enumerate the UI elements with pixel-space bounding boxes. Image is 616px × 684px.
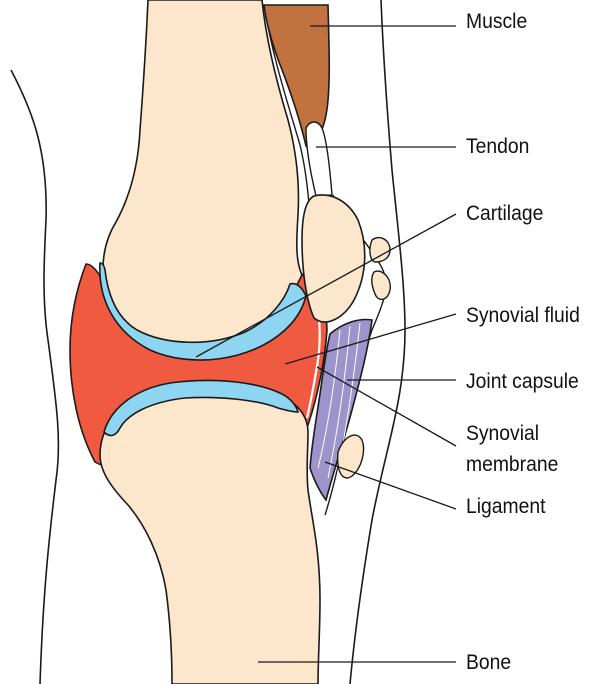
tendon-shape (306, 122, 332, 196)
bursa-lower (372, 271, 390, 299)
label-synovial-membrane-line2: membrane (466, 449, 558, 480)
patella-shape (302, 195, 365, 322)
bursa-upper (370, 238, 390, 262)
label-joint-capsule: Joint capsule (466, 370, 579, 394)
label-tendon: Tendon (466, 135, 529, 159)
label-synovial-membrane: Synovial membrane (466, 418, 558, 480)
label-bone: Bone (466, 651, 511, 675)
label-synovial-membrane-line1: Synovial (466, 418, 558, 449)
tibia-shape (100, 385, 320, 684)
label-cartilage: Cartilage (466, 202, 543, 226)
leader-line-ligament (325, 462, 456, 509)
femur-shape (103, 0, 302, 348)
label-muscle: Muscle (466, 10, 527, 34)
skin-outline-left (11, 70, 58, 684)
label-synovial-fluid: Synovial fluid (466, 304, 580, 328)
label-ligament: Ligament (466, 495, 545, 519)
